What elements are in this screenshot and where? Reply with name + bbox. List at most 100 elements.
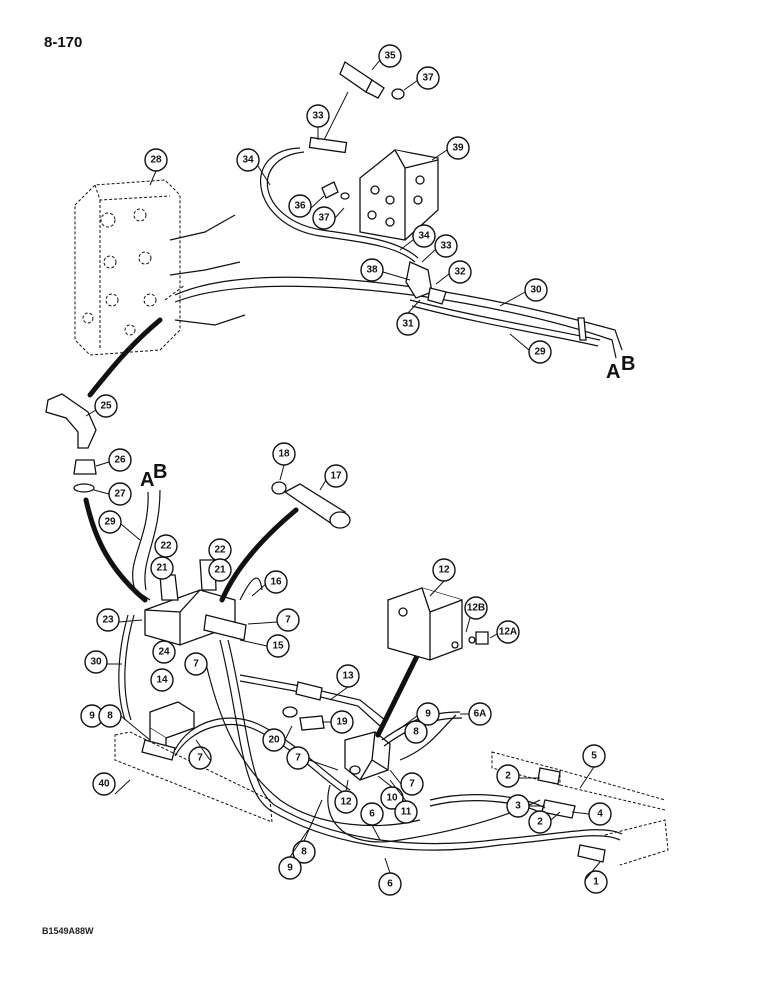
callout-12a: 12A [496, 620, 520, 644]
svg-text:21: 21 [156, 563, 168, 574]
callout-3: 3 [506, 794, 530, 818]
svg-text:18: 18 [278, 449, 290, 460]
callout-28: 28 [144, 148, 168, 172]
callout-24: 24 [152, 640, 176, 664]
svg-text:14: 14 [156, 675, 168, 686]
callout-36: 36 [288, 194, 312, 218]
callout-12: 12 [432, 558, 456, 582]
callout-31: 31 [396, 312, 420, 336]
svg-text:23: 23 [102, 615, 114, 626]
svg-text:8: 8 [107, 711, 113, 722]
svg-text:8: 8 [413, 727, 419, 738]
valve-10 [344, 731, 391, 781]
switch-35 [339, 61, 405, 100]
callout-23: 23 [96, 608, 120, 632]
svg-text:19: 19 [336, 717, 348, 728]
callout-30: 30 [84, 650, 108, 674]
svg-text:15: 15 [272, 641, 284, 652]
svg-text:12: 12 [438, 565, 450, 576]
page-number: 8-170 [44, 34, 83, 51]
svg-text:2: 2 [505, 771, 511, 782]
callout-7: 7 [400, 772, 424, 796]
svg-text:8: 8 [301, 847, 307, 858]
hose-label-b-lower: B [153, 461, 167, 483]
callout-20: 20 [262, 728, 286, 752]
manifold-23 [144, 559, 247, 646]
svg-text:5: 5 [591, 751, 597, 762]
svg-text:39: 39 [452, 143, 464, 154]
svg-text:27: 27 [114, 489, 126, 500]
svg-text:7: 7 [295, 753, 301, 764]
svg-text:22: 22 [160, 541, 172, 552]
svg-text:28: 28 [150, 155, 162, 166]
svg-text:30: 30 [530, 285, 542, 296]
svg-text:17: 17 [330, 471, 342, 482]
svg-text:26: 26 [114, 455, 126, 466]
callouts: 35 37 33 39 34 36 37 28 34 33 38 32 30 3… [80, 44, 612, 896]
callout-14: 14 [150, 668, 174, 692]
svg-text:11: 11 [401, 807, 412, 818]
svg-text:12A: 12A [499, 627, 517, 638]
callout-18: 18 [272, 442, 296, 466]
callout-13: 13 [336, 664, 360, 688]
callout-21: 21 [150, 556, 174, 580]
svg-text:32: 32 [454, 267, 466, 278]
callout-19: 19 [330, 710, 354, 734]
callout-2: 2 [528, 810, 552, 834]
callout-8: 8 [98, 704, 122, 728]
svg-text:37: 37 [318, 213, 330, 224]
svg-text:9: 9 [287, 863, 293, 874]
svg-text:7: 7 [193, 659, 199, 670]
callout-4: 4 [588, 802, 612, 826]
callout-25: 25 [94, 394, 118, 418]
svg-text:33: 33 [440, 241, 452, 252]
svg-text:9: 9 [89, 711, 95, 722]
callout-6: 6 [378, 872, 402, 896]
callout-15: 15 [266, 634, 290, 658]
svg-text:12: 12 [340, 797, 352, 808]
hose-label-a: A [606, 361, 620, 383]
callout-7: 7 [184, 652, 208, 676]
callout-39: 39 [446, 136, 470, 160]
callout-7: 7 [188, 746, 212, 770]
svg-text:29: 29 [534, 347, 546, 358]
svg-text:30: 30 [90, 657, 102, 668]
callout-9: 9 [416, 702, 440, 726]
svg-text:21: 21 [214, 565, 226, 576]
callout-30: 30 [524, 278, 548, 302]
svg-text:22: 22 [214, 545, 226, 556]
callout-8: 8 [404, 720, 428, 744]
valve-block-39 [359, 149, 439, 241]
svg-text:35: 35 [384, 51, 396, 62]
callout-7: 7 [276, 608, 300, 632]
svg-text:34: 34 [418, 231, 430, 242]
svg-text:36: 36 [294, 201, 306, 212]
callout-5: 5 [582, 744, 606, 768]
svg-text:31: 31 [402, 319, 414, 330]
svg-text:37: 37 [422, 73, 434, 84]
svg-text:38: 38 [366, 265, 378, 276]
svg-text:7: 7 [409, 779, 415, 790]
svg-text:24: 24 [158, 647, 170, 658]
control-valve-block [74, 179, 246, 356]
svg-text:10: 10 [386, 793, 398, 804]
callout-29: 29 [528, 340, 552, 364]
svg-text:25: 25 [100, 401, 112, 412]
coupler-17 [271, 481, 351, 529]
callout-32: 32 [448, 260, 472, 284]
hose-label-b: B [621, 353, 635, 375]
callout-33: 33 [434, 234, 458, 258]
callout-9: 9 [278, 856, 302, 880]
callout-40: 40 [92, 772, 116, 796]
svg-text:6: 6 [387, 879, 393, 890]
callout-6a: 6A [468, 702, 492, 726]
callout-12b: 12B [464, 596, 488, 620]
callout-22: 22 [154, 534, 178, 558]
svg-text:40: 40 [98, 779, 110, 790]
valve-14 [141, 701, 195, 761]
svg-text:7: 7 [197, 753, 203, 764]
svg-text:6A: 6A [474, 709, 487, 720]
callout-26: 26 [108, 448, 132, 472]
callout-38: 38 [360, 258, 384, 282]
callout-33: 33 [306, 104, 330, 128]
